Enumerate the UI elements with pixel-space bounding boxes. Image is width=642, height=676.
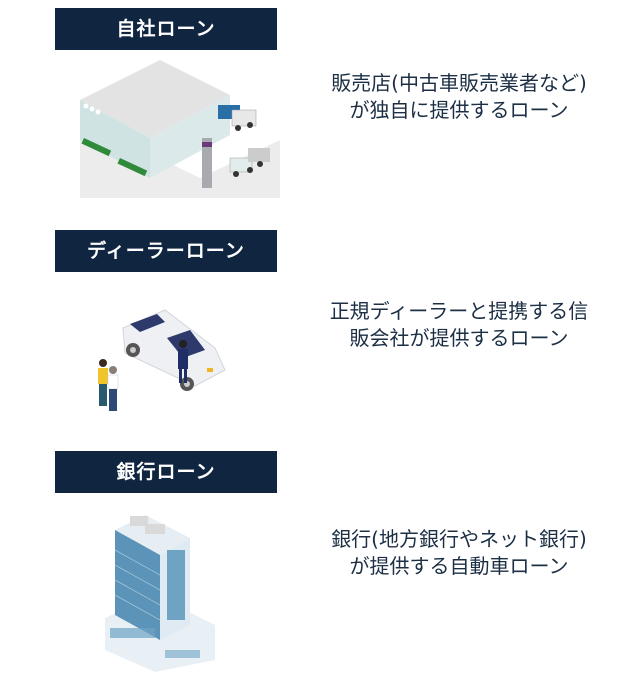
- description-line-2: が提供する自動車ローン: [349, 554, 569, 578]
- bank-office-building-icon: [105, 510, 215, 672]
- section-jisha-loan: 自社ローン 販売店(中古車販売業者など) が独自に提供するローン: [0, 0, 642, 220]
- section-label: 銀行ローン: [55, 451, 277, 493]
- section-description: 正規ディーラーと提携する信 販会社が提供するローン: [300, 298, 618, 352]
- description-line-2: が独自に提供するローン: [349, 98, 569, 122]
- section-description: 販売店(中古車販売業者など) が独自に提供するローン: [300, 70, 618, 124]
- dealer-salesperson-car-icon: [95, 308, 230, 413]
- description-line-2: 販会社が提供するローン: [349, 326, 569, 350]
- section-label: ディーラーローン: [55, 230, 277, 272]
- section-description: 銀行(地方銀行やネット銀行) が提供する自動車ローン: [300, 526, 618, 580]
- section-label: 自社ローン: [55, 8, 277, 50]
- car-dealership-building-icon: [80, 60, 280, 198]
- description-line-1: 正規ディーラーと提携する信: [329, 299, 589, 323]
- description-line-1: 銀行(地方銀行やネット銀行): [331, 527, 587, 551]
- description-line-1: 販売店(中古車販売業者など): [331, 71, 587, 95]
- section-bank-loan: 銀行ローン 銀行(地方銀行やネット銀行) が提供する自動車ローン: [0, 440, 642, 672]
- section-dealer-loan: ディーラーローン 正規ディーラーと提携する信 販会社が提供するローン: [0, 220, 642, 440]
